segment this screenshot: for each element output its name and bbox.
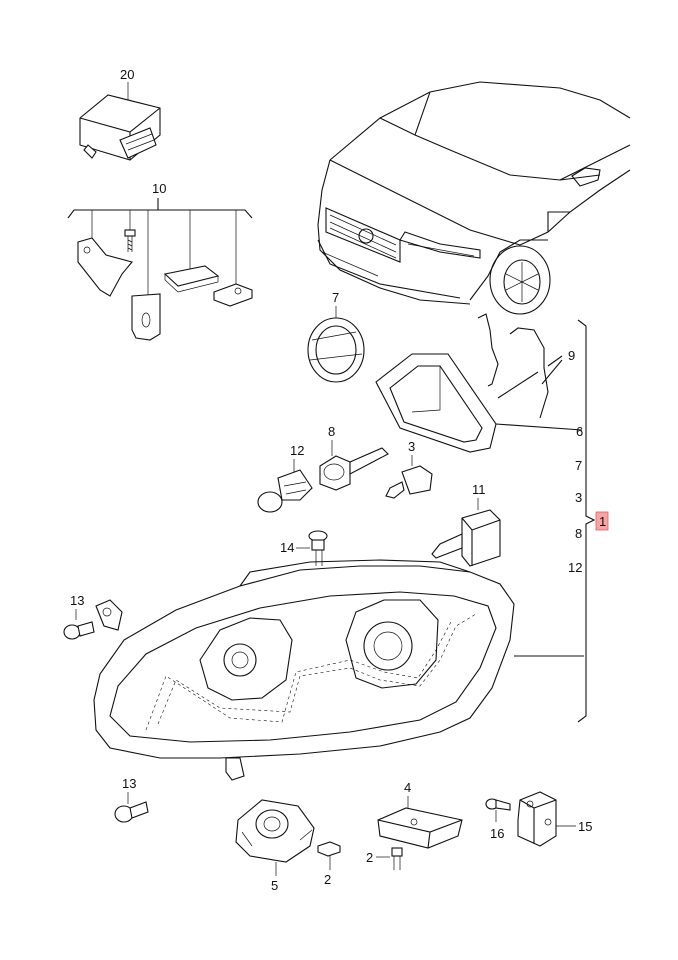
part-2-screw-a[interactable]: 2	[317, 841, 341, 887]
callout-7-list: 7	[575, 458, 582, 473]
part-7-cover-cap[interactable]: 7	[307, 290, 365, 383]
callout-10: 10	[152, 181, 166, 196]
part-5-igniter[interactable]: 5	[235, 799, 315, 893]
callout-1-highlight	[595, 511, 609, 531]
part-15-bracket[interactable]: 15	[517, 791, 592, 847]
callout-20: 20	[120, 67, 134, 82]
part-11-xenon-bulb[interactable]: 11	[431, 482, 501, 567]
part-16-screw[interactable]: 16	[485, 798, 511, 841]
part-3-bulb[interactable]: 3	[385, 439, 433, 499]
part-20-control-unit[interactable]: 20	[79, 67, 161, 161]
assembly-bracket: 7 3 8 12 1	[568, 319, 609, 723]
car-front-view	[317, 81, 631, 315]
callout-2-a: 2	[324, 872, 331, 887]
part-9-wire-clips[interactable]: 9	[477, 313, 575, 419]
callout-8: 8	[328, 424, 335, 439]
part-8-bulb[interactable]: 8	[319, 424, 389, 491]
part-12-bulb[interactable]: 12	[257, 443, 313, 513]
part-13-screw-upper[interactable]: 13	[63, 593, 95, 640]
callout-13-upper: 13	[70, 593, 84, 608]
part-6-seal-frame[interactable]: 6	[375, 353, 583, 453]
callout-15: 15	[578, 819, 592, 834]
callout-1[interactable]: 1	[599, 514, 606, 529]
callout-12-list: 12	[568, 560, 582, 575]
callout-12: 12	[290, 443, 304, 458]
callout-11: 11	[472, 482, 486, 497]
callout-13-lower: 13	[122, 776, 136, 791]
part-14-screw[interactable]: 14	[280, 530, 328, 566]
part-2-screw-b[interactable]: 2	[366, 847, 403, 870]
callout-8-list: 8	[575, 526, 582, 541]
part-1-headlight-assembly[interactable]	[93, 559, 584, 781]
part-13-screw-lower[interactable]: 13	[114, 776, 149, 823]
part-10-bracket-set[interactable]: 10	[67, 181, 253, 341]
callout-16: 16	[490, 826, 504, 841]
callout-4: 4	[404, 780, 411, 795]
callout-9: 9	[568, 348, 575, 363]
callout-6: 6	[576, 424, 583, 439]
callout-3: 3	[408, 439, 415, 454]
part-4-control-module[interactable]: 4	[377, 780, 463, 849]
callout-5: 5	[271, 878, 278, 893]
callout-2-b: 2	[366, 850, 373, 865]
callout-14: 14	[280, 540, 294, 555]
callout-3-list: 3	[575, 490, 582, 505]
callout-7: 7	[332, 290, 339, 305]
